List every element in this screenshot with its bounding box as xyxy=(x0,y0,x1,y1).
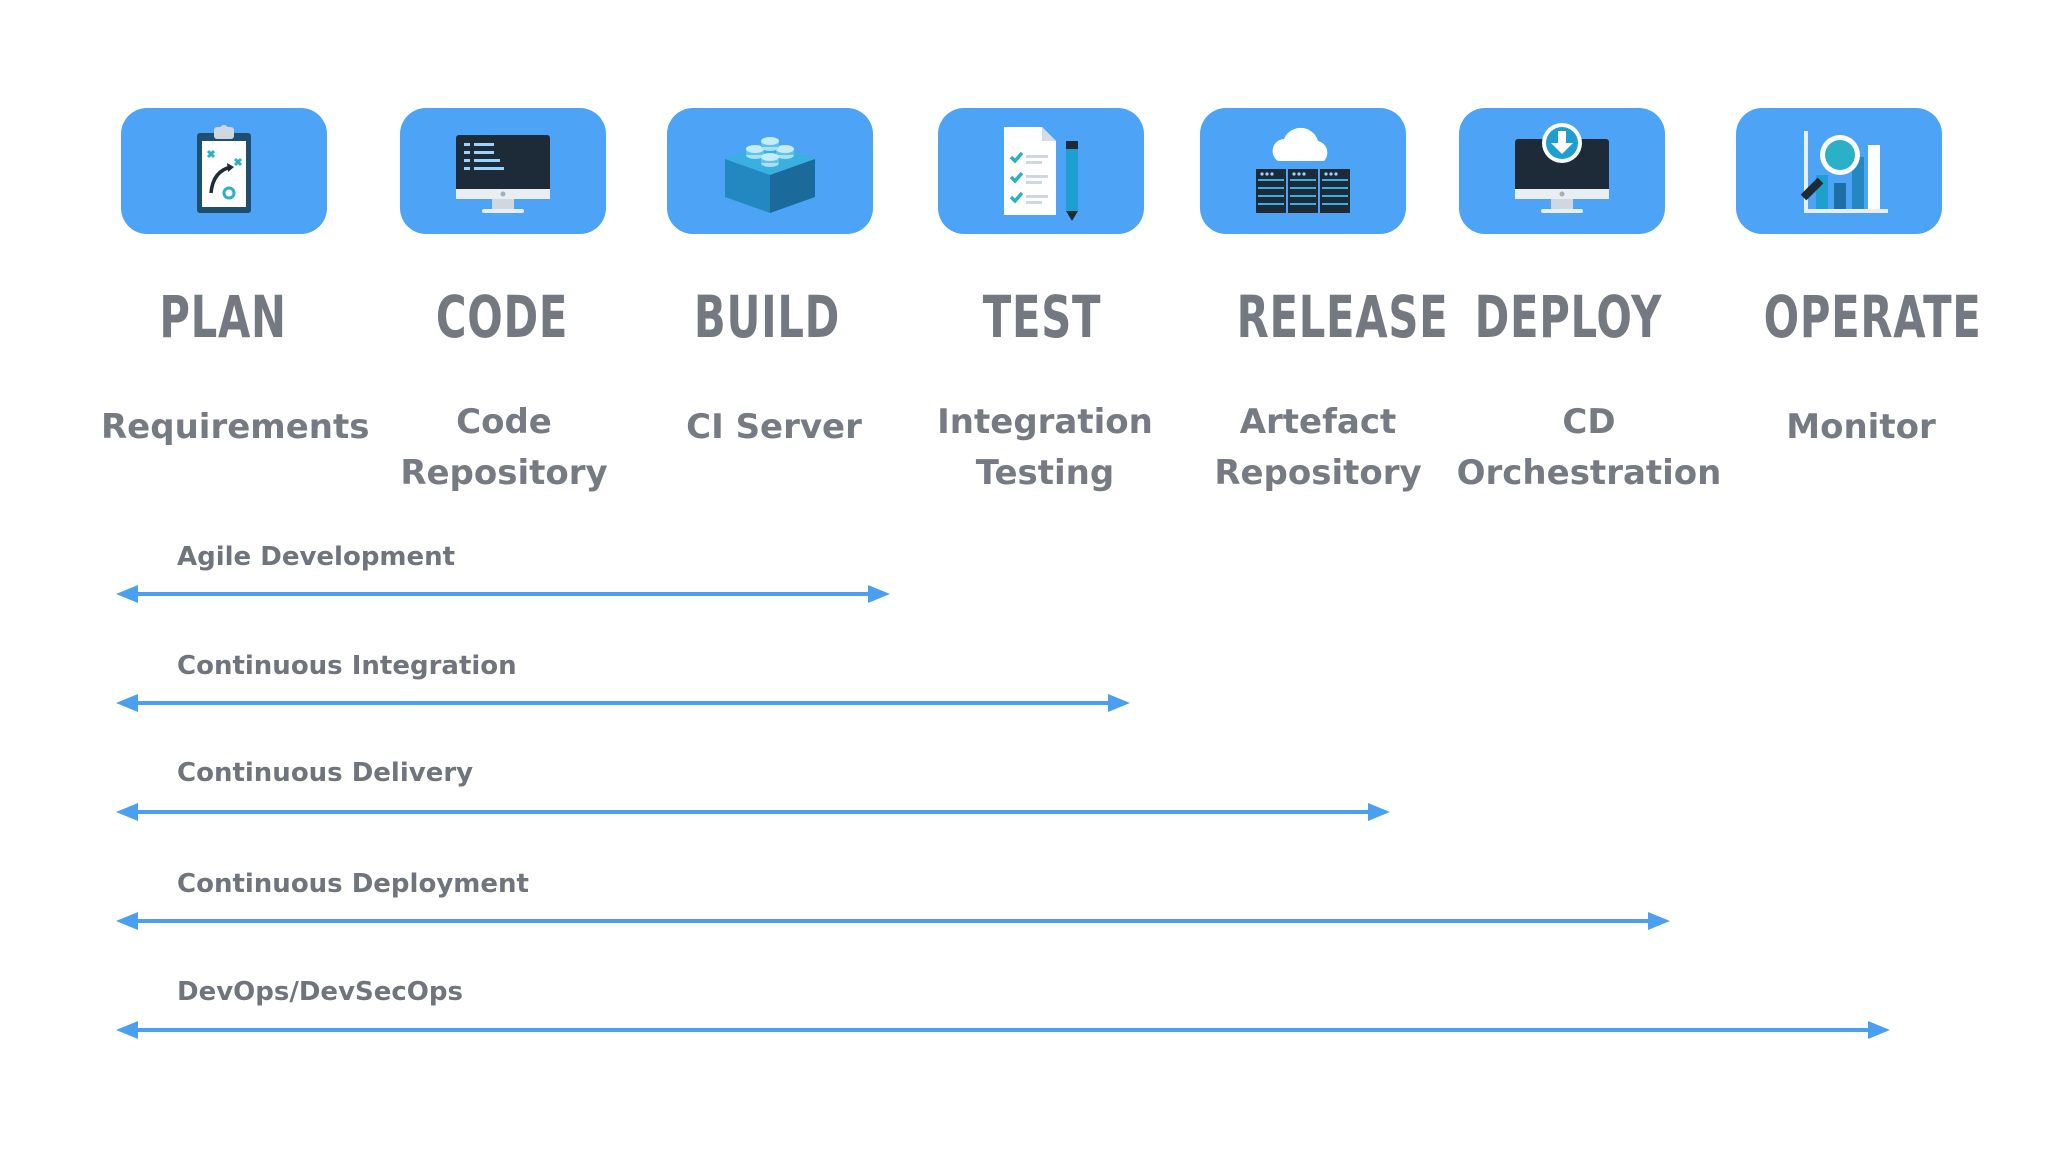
practice-label-agile: Agile Development xyxy=(177,542,456,572)
practice-label-ci: Continuous Integration xyxy=(177,651,517,681)
practice-label-devops: DevOps/DevSecOps xyxy=(177,977,463,1007)
stage-title-build: BUILD xyxy=(693,283,841,351)
arrow-continuous-integration xyxy=(116,694,1130,712)
magnifier-chart-icon xyxy=(1800,131,1888,213)
clipboard-strategy-icon xyxy=(197,125,251,213)
code-monitor-icon xyxy=(456,135,550,213)
arrow-agile-development xyxy=(116,585,890,603)
stage-title-code: CODE xyxy=(435,283,569,351)
stage-tool-deploy: CD Orchestration xyxy=(1456,402,1722,493)
arrow-devops-devsecops xyxy=(116,1021,1890,1039)
building-block-icon xyxy=(725,137,815,213)
arrow-continuous-delivery xyxy=(116,803,1390,821)
stage-tool-operate: Monitor xyxy=(1786,407,1936,447)
tile-plan xyxy=(121,108,327,234)
stage-tool-release: Artefact Repository xyxy=(1214,402,1422,493)
stage-tool-code: Code Repository xyxy=(400,402,608,493)
stage-tool-test: Integration Testing xyxy=(937,402,1153,493)
stage-title-test: TEST xyxy=(982,283,1102,351)
practice-label-cdelivery: Continuous Delivery xyxy=(177,758,474,788)
arrow-continuous-deployment xyxy=(116,912,1670,930)
tile-build xyxy=(667,108,873,234)
cloud-server-icon xyxy=(1256,127,1350,213)
checklist-pencil-icon xyxy=(1004,127,1078,221)
stage-tool-build: CI Server xyxy=(686,407,862,447)
stage-tool-plan: Requirements xyxy=(101,407,370,447)
practice-label-cdeployment: Continuous Deployment xyxy=(177,869,529,899)
download-monitor-icon xyxy=(1515,123,1609,213)
tile-deploy xyxy=(1459,108,1665,234)
stage-title-deploy: DEPLOY xyxy=(1474,283,1663,351)
tile-test xyxy=(938,108,1144,234)
tile-operate xyxy=(1736,108,1942,234)
stage-title-plan: PLAN xyxy=(159,283,287,351)
tile-release xyxy=(1200,108,1406,234)
tile-code xyxy=(400,108,606,234)
